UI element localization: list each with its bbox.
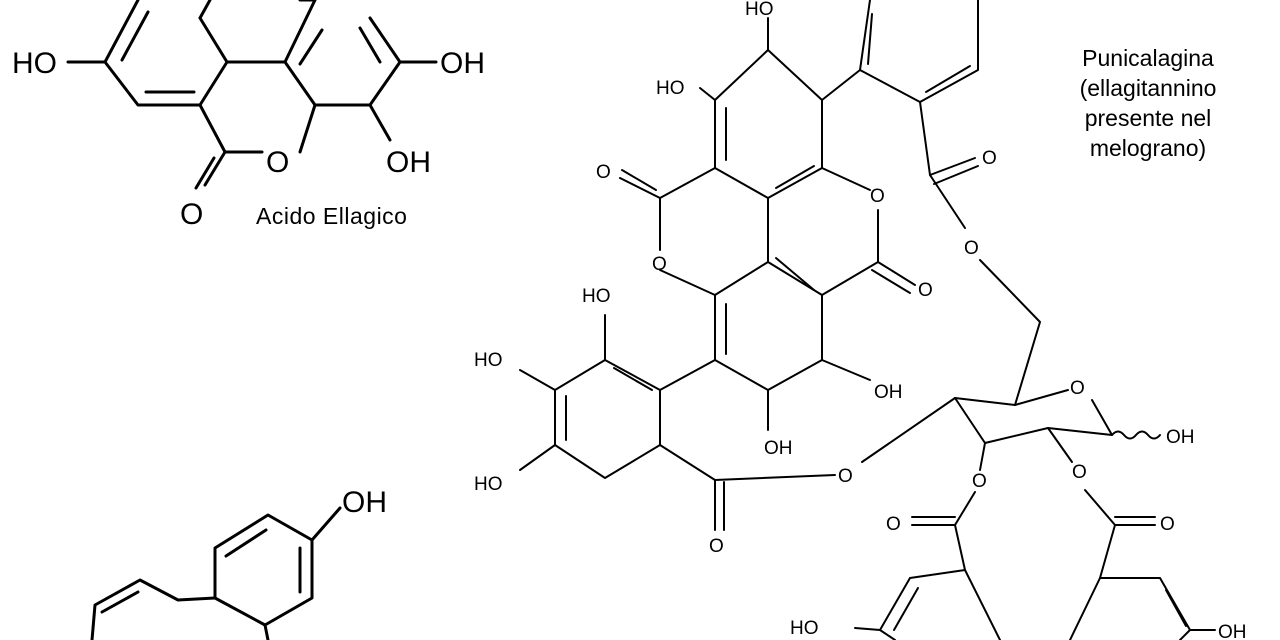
punicalagin-o-ring-sugar: O (1070, 378, 1085, 399)
ellagic-acid-bonds (66, 0, 438, 190)
punicalagin-ho-bottom: HO (790, 618, 819, 639)
ellagic-oh-right: OH (440, 47, 485, 80)
punicalagin-subtitle-1: (ellagitannino (1080, 75, 1217, 101)
punicalagin-o-carbonyl-br: O (1160, 514, 1175, 535)
punicalagin-name: Punicalagina (1082, 45, 1214, 71)
third-molecule-oh-top: OH (342, 486, 387, 519)
punicalagin-subtitle-2: presente nel (1085, 105, 1212, 131)
punicalagin-o-ester-upper: O (964, 238, 979, 259)
punicalagin-o-lactone-right: O (870, 186, 885, 207)
punicalagin-bonds (519, 0, 1216, 640)
punicalagin-subtitle-3: melograno) (1090, 135, 1206, 161)
punicalagin-oh-bottom: OH (1218, 622, 1247, 640)
ellagic-ring-oxygen: O (266, 146, 289, 179)
third-molecule-bonds (90, 506, 342, 640)
punicalagin-ho-mid2: HO (474, 350, 503, 371)
ellagic-carbonyl-oxygen: O (180, 198, 203, 231)
punicalagin-o-lactone-left: O (652, 254, 667, 275)
punicalagin-ho-upper: HO (656, 78, 685, 99)
punicalagin-oh-low: OH (764, 438, 793, 459)
punicalagin-o-carbonyl-bl: O (886, 514, 901, 535)
punicalagin-o-ester-right: O (1072, 462, 1087, 483)
punicalagin-oh-mid: OH (874, 382, 903, 403)
punicalagin-o-ester-left: O (972, 471, 987, 492)
punicalagin-o-carbonyl-low: O (709, 536, 724, 557)
punicalagin-oh-anomeric: OH (1166, 427, 1195, 448)
punicalagin-o-carbonyl-upper-right: O (982, 148, 997, 169)
punicalagin-ho-mid3: HO (474, 474, 503, 495)
punicalagin-ho-top: HO (745, 0, 774, 20)
ellagic-acid-structure: HO OH OH O O Acido Ellagico (12, 0, 485, 231)
ellagic-oh-bottom: OH (386, 146, 431, 179)
punicalagin-structure: Punicalagina (ellagitannino presente nel… (474, 0, 1247, 640)
punicalagin-o-carbonyl-right: O (918, 280, 933, 301)
punicalagin-o-carbonyl-left: O (596, 162, 611, 183)
punicalagin-ho-mid1: HO (582, 286, 611, 307)
ellagic-acid-name: Acido Ellagico (256, 203, 407, 229)
ellagic-ho-left: HO (12, 47, 57, 80)
punicalagin-o-ester-mid: O (838, 466, 853, 487)
third-molecule-structure: OH (90, 486, 387, 640)
